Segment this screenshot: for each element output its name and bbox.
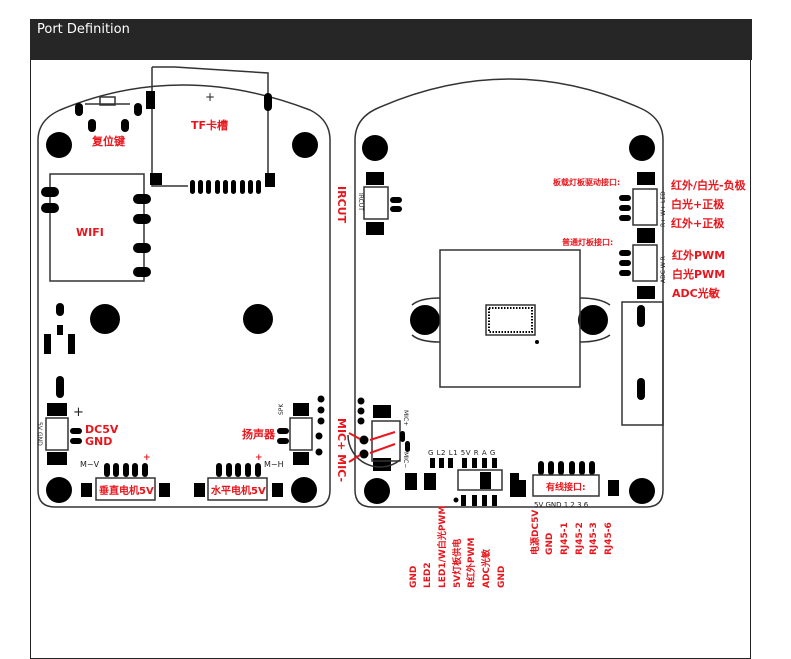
gnd-label: GND <box>85 435 112 448</box>
light-label-4: 5V灯板供电 <box>451 539 463 588</box>
ircut-label: IRCUT <box>335 186 348 224</box>
normal-label-3: ADC光敏 <box>672 286 721 300</box>
svg-text:SPK: SPK <box>278 403 285 415</box>
svg-text:5V GND 1 2 3 6: 5V GND 1 2 3 6 <box>534 501 589 509</box>
svg-text:MIC−: MIC− <box>402 452 409 468</box>
light-label-2: LED2 <box>423 562 433 588</box>
svg-text:+: + <box>205 90 215 104</box>
wired-label-2: GND <box>545 533 555 555</box>
light-label-3: LED1/W白光PWM <box>436 506 448 588</box>
wired-label-4: RJ45-2 <box>575 522 585 555</box>
tf-pins <box>190 180 261 194</box>
svg-text:+: + <box>73 405 84 420</box>
wired-label-1: 电源DC5V <box>529 510 541 555</box>
mic-label: MIC+ MIC- <box>335 418 348 482</box>
page-title: Port Definition <box>30 19 752 60</box>
light-label-1: GND <box>409 566 419 588</box>
svg-text:G L2 L1 5V R A G: G L2 L1 5V R A G <box>428 449 496 457</box>
light-label-6: ADC光敏 <box>480 548 492 588</box>
right-board: IRCUT 板载灯板驱动接口: R+ W+ LED− 红外/白光-负极 白光+正… <box>335 78 747 588</box>
light-label-5: R红外PWM <box>465 538 477 588</box>
normal-label-2: 白光PWM <box>672 267 725 281</box>
wired-label-5: RJ45-3 <box>589 522 599 555</box>
svg-text:M−H: M−H <box>264 460 284 469</box>
normal-label-1: 红外PWM <box>672 248 725 262</box>
wired-port-label: 有线接口: <box>546 481 586 493</box>
svg-text:板载灯板驱动接口:: 板载灯板驱动接口: <box>553 177 620 187</box>
tf-label: TF卡槽 <box>191 118 228 132</box>
onboard-label-1: 红外/白光-负极 <box>671 178 747 192</box>
svg-text:普通灯板接口:: 普通灯板接口: <box>562 237 613 247</box>
speaker-label: 扬声器 <box>242 427 276 441</box>
svg-text:ADC W R: ADC W R <box>660 256 667 283</box>
onboard-label-3: 红外+正极 <box>671 216 725 230</box>
svg-text:R+ W+ LED−: R+ W+ LED− <box>660 186 667 227</box>
left-board: 复位键 + TF卡槽 WIFI IRCUT + 5V GND DC5V <box>36 66 348 508</box>
svg-text:MIC+: MIC+ <box>402 410 409 426</box>
svg-text:5V: 5V <box>36 422 43 431</box>
wired-label-3: RJ45-1 <box>560 522 570 555</box>
svg-text:+: + <box>255 453 263 463</box>
motor-v-label: 垂直电机5V <box>99 484 154 497</box>
svg-text:M−V: M−V <box>80 460 100 469</box>
reset-label: 复位键 <box>91 134 126 148</box>
svg-text:+: + <box>143 453 151 463</box>
port-diagram: 复位键 + TF卡槽 WIFI IRCUT + 5V GND DC5V <box>36 66 747 588</box>
onboard-label-2: 白光+正极 <box>671 197 725 211</box>
dc5v-label: DC5V <box>85 423 119 436</box>
motor-h-label: 水平电机5V <box>210 484 266 497</box>
light-label-7: GND <box>497 566 507 588</box>
svg-text:IRCUT: IRCUT <box>357 193 364 211</box>
svg-text:GND: GND <box>36 432 43 446</box>
wired-label-6: RJ45-6 <box>604 522 614 555</box>
wifi-label: WIFI <box>76 226 104 239</box>
